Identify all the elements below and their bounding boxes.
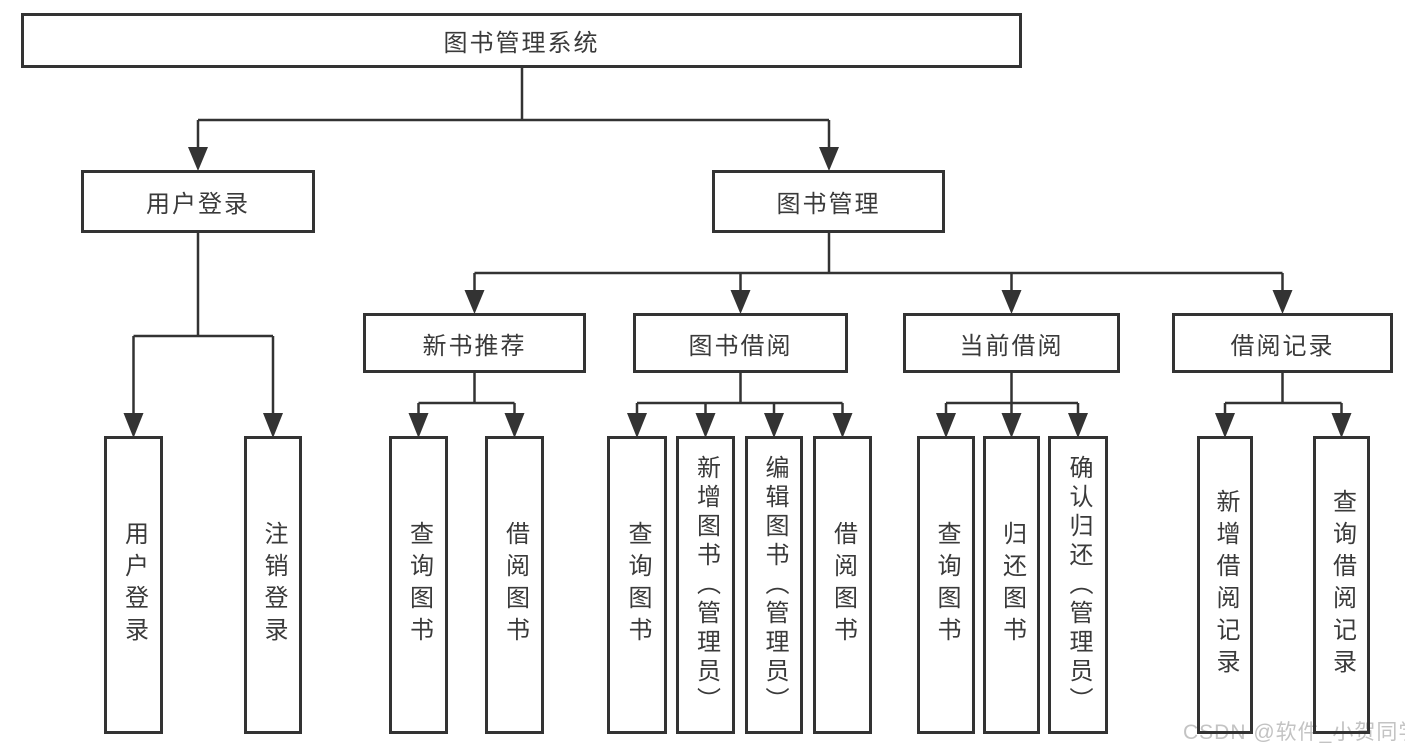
node-current-borrow: 当前借阅 bbox=[903, 313, 1120, 373]
leaf-borrow-borrow: 借阅图书 bbox=[813, 436, 872, 734]
connector-root-to-level2 bbox=[188, 68, 839, 171]
leaf-records-add: 新增借阅记录 bbox=[1197, 436, 1253, 734]
leaf-newbooks-query: 查询图书 bbox=[389, 436, 448, 734]
connector-book-management-branch bbox=[464, 233, 1293, 314]
leaf-current-confirm-admin: 确认归还（管理员） bbox=[1048, 436, 1108, 734]
leaf-current-query: 查询图书 bbox=[917, 436, 975, 734]
leaf-borrow-add-admin: 新增图书（管理员） bbox=[676, 436, 735, 734]
connector-user-login-branch bbox=[123, 233, 283, 438]
leaf-logout: 注销登录 bbox=[244, 436, 302, 734]
node-root: 图书管理系统 bbox=[21, 13, 1022, 68]
node-user-login: 用户登录 bbox=[81, 170, 315, 233]
connector-book-borrow-branch bbox=[627, 373, 853, 438]
leaf-borrow-edit-admin: 编辑图书（管理员） bbox=[745, 436, 803, 734]
leaf-records-query: 查询借阅记录 bbox=[1313, 436, 1370, 734]
connector-borrow-records-branch bbox=[1215, 373, 1352, 438]
leaf-newbooks-borrow: 借阅图书 bbox=[485, 436, 544, 734]
node-new-book-recommend: 新书推荐 bbox=[363, 313, 586, 373]
connector-current-borrow-branch bbox=[936, 373, 1088, 438]
connector-new-book-branch bbox=[408, 373, 525, 438]
leaf-borrow-query: 查询图书 bbox=[607, 436, 667, 734]
node-book-management: 图书管理 bbox=[712, 170, 945, 233]
node-book-borrow: 图书借阅 bbox=[633, 313, 848, 373]
node-borrow-records: 借阅记录 bbox=[1172, 313, 1393, 373]
watermark: CSDN @软件_小贺同学 bbox=[1183, 721, 1405, 744]
leaf-current-return: 归还图书 bbox=[983, 436, 1040, 734]
leaf-user-login: 用户登录 bbox=[104, 436, 163, 734]
